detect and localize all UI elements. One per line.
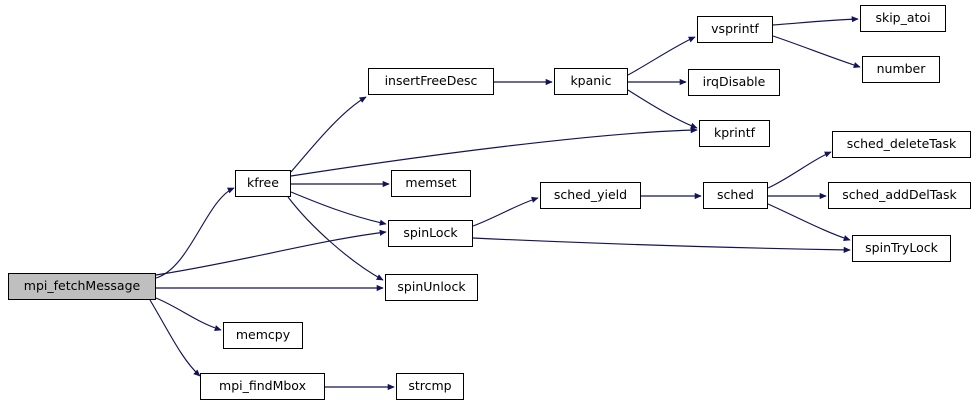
node-label-mpi_findMbox: mpi_findMbox	[219, 378, 306, 394]
node-memcpy[interactable]: memcpy	[223, 322, 303, 349]
node-spinTryLock[interactable]: spinTryLock	[852, 235, 951, 262]
edge-kfree-to-insertFreeDesc	[290, 96, 367, 173]
node-sched_deleteTask[interactable]: sched_deleteTask	[832, 131, 971, 158]
node-mpi_fetchMessage[interactable]: mpi_fetchMessage	[8, 273, 156, 300]
node-label-memcpy: memcpy	[235, 327, 291, 343]
edge-kpanic-to-kprintf	[627, 89, 698, 129]
edge-mpi_fetchMessage-to-kfree	[155, 187, 235, 279]
node-label-mpi_fetchMessage: mpi_fetchMessage	[23, 278, 141, 294]
node-label-kpanic: kpanic	[570, 73, 612, 89]
node-sched_yield[interactable]: sched_yield	[540, 182, 641, 209]
node-label-insertFreeDesc: insertFreeDesc	[384, 73, 478, 89]
node-label-strcmp: strcmp	[408, 378, 452, 394]
edge-mpi_fetchMessage-to-memcpy	[155, 297, 222, 332]
node-label-spinUnlock: spinUnlock	[397, 279, 466, 295]
node-label-sched: sched	[717, 187, 754, 203]
node-sched[interactable]: sched	[703, 182, 768, 209]
node-label-irqDisable: irqDisable	[702, 74, 766, 90]
node-spinUnlock[interactable]: spinUnlock	[385, 274, 478, 301]
node-kfree[interactable]: kfree	[235, 170, 291, 197]
node-strcmp[interactable]: strcmp	[396, 373, 464, 400]
edge-spinLock-to-sched_yield	[472, 196, 539, 227]
node-label-memset: memset	[405, 175, 457, 191]
node-label-spinLock: spinLock	[403, 225, 458, 241]
node-label-sched_addDelTask: sched_addDelTask	[842, 187, 957, 203]
node-label-kprintf: kprintf	[713, 125, 755, 141]
node-skip_atoi[interactable]: skip_atoi	[860, 5, 946, 32]
edge-vsprintf-to-skip_atoi	[772, 16, 859, 26]
node-spinLock[interactable]: spinLock	[388, 220, 473, 247]
node-kprintf[interactable]: kprintf	[699, 120, 770, 147]
node-label-sched_yield: sched_yield	[553, 187, 628, 203]
edge-mpi_fetchMessage-to-mpi_findMbox	[149, 299, 201, 377]
edge-kfree-to-kprintf	[290, 127, 698, 177]
node-memset[interactable]: memset	[391, 170, 471, 197]
edge-kfree-to-spinUnlock	[287, 196, 384, 281]
node-label-skip_atoi: skip_atoi	[875, 10, 931, 26]
edge-kpanic-to-vsprintf	[627, 36, 696, 76]
edge-sched-to-sched_deleteTask	[767, 151, 832, 189]
node-insertFreeDesc[interactable]: insertFreeDesc	[368, 68, 494, 95]
node-mpi_findMbox[interactable]: mpi_findMbox	[200, 373, 325, 400]
node-label-vsprintf: vsprintf	[711, 21, 759, 37]
edge-mpi_fetchMessage-to-spinLock	[155, 229, 387, 276]
node-label-sched_deleteTask: sched_deleteTask	[846, 136, 957, 152]
node-label-spinTryLock: spinTryLock	[865, 240, 938, 256]
node-sched_addDelTask[interactable]: sched_addDelTask	[828, 182, 971, 209]
edge-kfree-to-spinLock	[290, 191, 387, 226]
node-vsprintf[interactable]: vsprintf	[697, 16, 773, 43]
node-irqDisable[interactable]: irqDisable	[688, 69, 780, 96]
node-label-number: number	[876, 61, 926, 77]
node-label-kfree: kfree	[247, 175, 279, 191]
edge-sched-to-spinTryLock	[767, 203, 851, 242]
node-kpanic[interactable]: kpanic	[554, 68, 628, 95]
node-number[interactable]: number	[862, 56, 940, 83]
edge-spinLock-to-spinTryLock	[472, 237, 851, 253]
edge-vsprintf-to-number	[772, 35, 861, 69]
